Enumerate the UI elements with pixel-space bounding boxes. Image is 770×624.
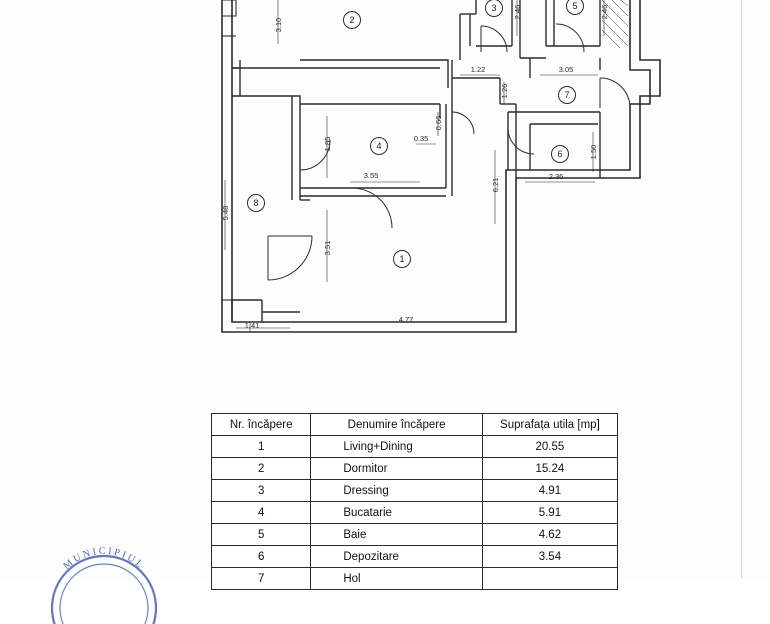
room-schedule-table: Nr. încăpere Denumire încăpere Suprafața… — [210, 413, 619, 590]
room-number-circle — [370, 137, 388, 155]
room-number-circle — [485, 0, 503, 17]
document-page: 3.10 2.46 2.46 1.22 3.05 1.26 1.85 0.66 0.35 1.50… — [50, 0, 742, 624]
dimension-label: 1.26 — [500, 84, 509, 99]
dimension-label: 3.51 — [323, 241, 332, 256]
dimension-label: 4.77 — [399, 315, 414, 324]
dimension-label: 1.50 — [589, 145, 598, 160]
room-number-circle — [393, 250, 411, 268]
table-header-row: Nr. încăpere Denumire încăpere Suprafața… — [210, 413, 619, 436]
room-number-text: 3 — [491, 3, 496, 13]
room-number-marker: 6 — [551, 145, 569, 163]
cell-room-number: 6 — [210, 545, 312, 568]
header-room-name: Denumire încăpere — [310, 413, 483, 436]
cell-room-name: Baie — [310, 523, 483, 546]
room-number-text: 4 — [376, 141, 381, 151]
cell-room-number: 4 — [210, 501, 312, 524]
room-number-text: 6 — [557, 149, 562, 159]
room-number-text: 2 — [349, 15, 354, 25]
header-room-number: Nr. încăpere — [210, 413, 312, 436]
cell-room-name: Hol — [310, 567, 483, 590]
cell-room-area: 4.91 — [481, 479, 619, 502]
dimension-label: 0.66 — [434, 116, 443, 131]
dimension-label: 3.05 — [559, 65, 574, 74]
cell-room-name: Dormitor — [310, 457, 483, 480]
cell-room-area: 3.54 — [481, 545, 619, 568]
cell-room-number: 5 — [210, 523, 312, 546]
floor-plan-drawing: 3.10 2.46 2.46 1.22 3.05 1.26 1.85 0.66 0.35 1.50… — [221, 0, 661, 333]
cell-room-area: 5.91 — [481, 501, 619, 524]
stamp-text: MUNICIPIUL — [61, 546, 144, 572]
page-margin-rule — [741, 0, 742, 578]
dimension-label: 6.21 — [491, 178, 500, 193]
room-number-circle — [343, 11, 361, 29]
dimension-label: 2.36 — [549, 172, 564, 181]
cell-room-number: 2 — [210, 457, 312, 480]
room-number-marker: 4 — [370, 137, 388, 155]
cell-room-name: Depozitare — [310, 545, 483, 568]
dimension-label: 5.48 — [221, 206, 230, 221]
svg-text:MUNICIPIUL: MUNICIPIUL — [61, 546, 146, 572]
dimension-label: 2.46 — [600, 5, 609, 20]
cell-room-area: 4.62 — [481, 523, 619, 546]
dimension-label: 1.85 — [323, 137, 332, 152]
header-room-area: Suprafața utila [mp] — [481, 413, 619, 436]
room-number-marker: 3 — [485, 0, 503, 17]
dimension-label: 0.35 — [414, 134, 429, 143]
official-stamp-watermark: MUNICIPIUL — [50, 546, 158, 624]
room-number-marker: 8 — [247, 194, 265, 212]
room-number-text: 7 — [564, 90, 569, 100]
cell-room-name: Dressing — [310, 479, 483, 502]
dimension-label: 1.22 — [471, 65, 486, 74]
dimension-label: 2.46 — [513, 5, 522, 20]
room-number-marker: 1 — [393, 250, 411, 268]
cell-room-area — [481, 567, 619, 590]
dimension-label: 3.55 — [364, 171, 379, 180]
cell-room-area: 20.55 — [481, 435, 619, 458]
cell-room-number: 1 — [210, 435, 312, 458]
cell-room-number: 3 — [210, 479, 312, 502]
room-number-marker: 5 — [566, 0, 584, 15]
cell-room-area: 15.24 — [481, 457, 619, 480]
room-number-circle — [566, 0, 584, 15]
cell-room-name: Bucatarie — [310, 501, 483, 524]
cell-room-number: 7 — [210, 567, 312, 590]
room-number-marker: 2 — [343, 11, 361, 29]
dimension-label: 1.41 — [245, 321, 260, 330]
room-number-text: 1 — [399, 254, 404, 264]
cell-room-name: Living+Dining — [310, 435, 483, 458]
room-number-marker: 7 — [558, 86, 576, 104]
room-number-text: 8 — [253, 198, 258, 208]
room-number-text: 5 — [572, 1, 577, 11]
dimension-label: 3.10 — [274, 18, 283, 33]
room-number-circle — [551, 145, 569, 163]
room-number-circle — [247, 194, 265, 212]
room-number-circle — [558, 86, 576, 104]
